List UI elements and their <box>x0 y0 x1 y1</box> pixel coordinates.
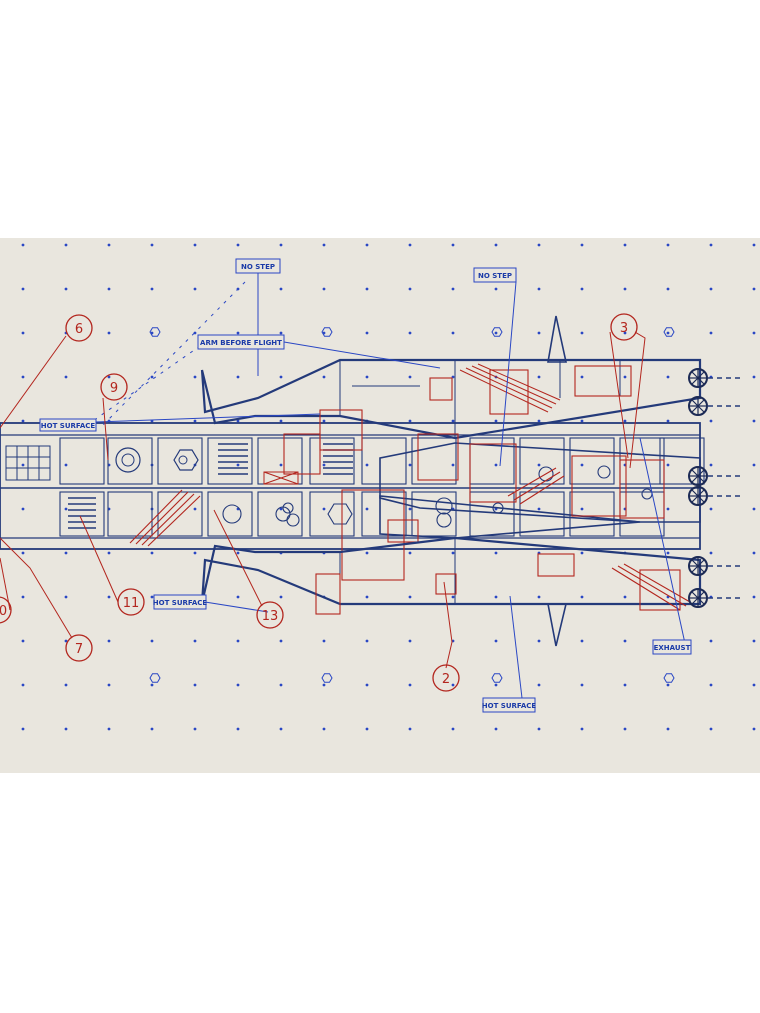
svg-text:EXHAUST: EXHAUST <box>654 644 691 652</box>
svg-text:9: 9 <box>110 381 118 396</box>
tag-no-step-1: NO STEP <box>235 258 281 274</box>
svg-text:HOT SURFACE: HOT SURFACE <box>41 422 96 430</box>
blueprint-drawing: 6 9 3 11 13 7 2 0 <box>0 243 756 731</box>
tag-no-step-2: NO STEP <box>473 267 517 283</box>
svg-text:NO STEP: NO STEP <box>241 263 275 271</box>
svg-text:HOT SURFACE: HOT SURFACE <box>153 599 208 607</box>
upper-engine-pod <box>200 315 702 440</box>
tag-exhaust: EXHAUST <box>652 639 692 655</box>
svg-text:HOT SURFACE: HOT SURFACE <box>482 702 537 710</box>
callout-3: 3 <box>610 313 638 341</box>
tag-arm-before-flight: ARM BEFORE FLIGHT <box>197 334 285 350</box>
callout-7: 7 <box>65 634 93 662</box>
guide-lines <box>89 281 246 429</box>
svg-text:ARM BEFORE FLIGHT: ARM BEFORE FLIGHT <box>200 339 282 347</box>
callout-9: 9 <box>100 373 128 401</box>
callout-11: 11 <box>117 588 145 616</box>
callout-10-partial: 0 <box>0 596 12 624</box>
lower-engine-pod <box>200 536 702 647</box>
svg-text:2: 2 <box>442 672 450 687</box>
svg-text:NO STEP: NO STEP <box>478 272 512 280</box>
warning-tags: NO STEP NO STEP ARM BEFORE FLIGHT HOT SU… <box>39 258 692 713</box>
label-leaders <box>94 273 687 699</box>
callout-6: 6 <box>65 314 93 342</box>
svg-text:13: 13 <box>262 609 279 624</box>
callout-13: 13 <box>256 601 284 629</box>
tag-hot-surface-2: HOT SURFACE <box>153 594 208 610</box>
tag-hot-surface-1: HOT SURFACE <box>39 418 97 432</box>
callout-circles: 6 9 3 11 13 7 2 0 <box>0 313 638 692</box>
tag-hot-surface-3: HOT SURFACE <box>482 697 537 713</box>
hex-markers <box>149 327 675 683</box>
svg-text:0: 0 <box>0 604 7 619</box>
svg-text:6: 6 <box>75 322 83 337</box>
dot-grid <box>21 243 756 731</box>
central-fuselage <box>0 409 705 581</box>
callout-2: 2 <box>432 664 460 692</box>
exhaust-nozzles <box>688 368 740 608</box>
svg-text:7: 7 <box>75 642 83 657</box>
callout-leaders <box>0 331 646 669</box>
svg-text:11: 11 <box>123 596 140 611</box>
blueprint-sheet: 6 9 3 11 13 7 2 0 <box>0 238 760 773</box>
svg-text:3: 3 <box>620 321 628 336</box>
